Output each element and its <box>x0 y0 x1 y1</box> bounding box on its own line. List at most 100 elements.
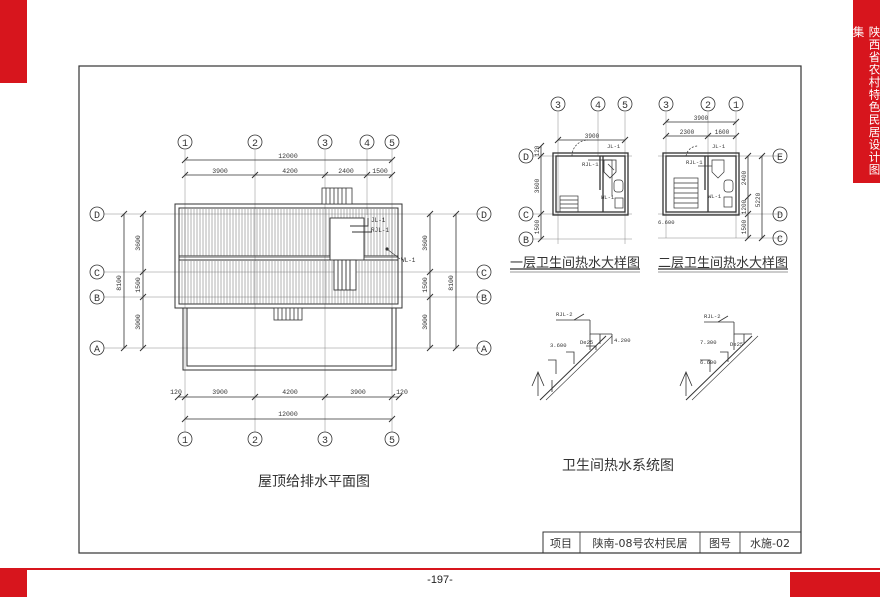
roof-axis-top-2: 2 <box>252 139 258 150</box>
roof-dim-right-1: 3600 <box>422 235 429 251</box>
roof-dim-left-3: 3000 <box>135 314 142 330</box>
d2-axis-top-1: 1 <box>733 101 739 112</box>
roof-dims-right: 3600 1500 3000 8100 <box>422 210 460 352</box>
d2-dim-top-1: 2300 <box>680 129 695 136</box>
roof-axis-bottom-1: 1 <box>182 436 188 447</box>
roof-dim-bottom-2: 3900 <box>212 389 228 396</box>
d2-pipe-label-rjl1: RJL-1 <box>686 159 703 166</box>
roof-axes-top: 1 2 3 4 5 <box>177 134 400 150</box>
roof-dim-right-2: 1500 <box>422 277 429 293</box>
roof-pipe-label-wl1: WL-1 <box>401 257 416 264</box>
roof-axis-top-4: 4 <box>364 139 370 150</box>
d2-axis-right-D: D <box>777 211 783 222</box>
bottom-red-rule <box>0 568 880 570</box>
sys-right-level-2: 6.600 <box>700 359 717 366</box>
title-block-project-label: 项目 <box>550 537 572 550</box>
page-number: -197- <box>427 574 453 586</box>
roof-axis-left-B: B <box>94 294 100 305</box>
roof-dim-bottom-total: 12000 <box>278 411 298 418</box>
roof-axis-bottom-3: 3 <box>322 436 328 447</box>
d1-axis-left-D: D <box>523 153 529 164</box>
roof-axis-right-D: D <box>481 211 487 222</box>
series-title: 陕西省农村特色民居设计图集 <box>851 26 880 176</box>
d1-axis-left-B: B <box>523 236 529 247</box>
roof-dim-left-1: 3600 <box>135 235 142 251</box>
roof-dim-bottom-4: 3900 <box>350 389 366 396</box>
red-corner-tab-bottom-right <box>790 572 880 597</box>
system-diagram-right: RJL-2 7.300 6.600 De25 <box>679 313 759 401</box>
sys-left-level-2: 4.200 <box>614 337 631 344</box>
d1-axis-left-C: C <box>523 211 529 222</box>
d2-dim-right-3: 1500 <box>741 219 748 234</box>
roof-pipe-label-jl1: JL-1 <box>371 217 386 224</box>
roof-axis-top-5: 5 <box>389 139 395 150</box>
roof-vent-bottom <box>273 307 303 321</box>
roof-axis-bottom-5: 5 <box>389 436 395 447</box>
system-diagram-left: RJL-2 3.600 4.200 De25 <box>531 311 631 401</box>
d1-pipe-label-wl1: WL-1 <box>601 194 615 201</box>
d2-dim-right-1: 2400 <box>741 170 748 185</box>
roof-axis-bottom-2: 2 <box>252 436 258 447</box>
d2-axis-right-E: E <box>777 153 783 164</box>
roof-axis-right-A: A <box>481 345 487 356</box>
d2-axis-right-C: C <box>777 235 783 246</box>
roof-dim-right-total: 8100 <box>448 275 455 291</box>
d2-dim-right-2: 1200 <box>741 199 748 214</box>
sys-left-dn: De25 <box>580 339 593 346</box>
sheet-frame <box>78 65 802 554</box>
roof-dim-right-3: 3000 <box>422 314 429 330</box>
roof-plan: 1 2 3 4 5 1 2 3 5 D C B A <box>89 134 492 490</box>
d1-pipe-label-jl1: JL-1 <box>607 143 621 150</box>
d1-dim-left-3: 1500 <box>534 219 541 234</box>
red-corner-tab-bottom-left <box>0 570 27 597</box>
roof-dim-top-4: 1500 <box>372 168 388 175</box>
detail-2f-title: 二层卫生间热水大样图 <box>658 256 788 271</box>
roof-axis-right-C: C <box>481 269 487 280</box>
roof-dim-top-total: 12000 <box>278 153 298 160</box>
d2-dim-top-total: 3900 <box>694 115 709 122</box>
roof-axis-left-D: D <box>94 211 100 222</box>
roof-axes-right: D C B A <box>476 206 492 356</box>
title-block: 项目 陕南-08号农村民居 图号 水施-02 <box>542 531 802 554</box>
title-block-drawing-no-label: 图号 <box>709 537 731 550</box>
d1-pipe-label-rjl1: RJL-1 <box>582 161 599 168</box>
roof-axis-top-3: 3 <box>322 139 328 150</box>
red-corner-tab-top-left <box>0 0 27 83</box>
roof-axis-left-C: C <box>94 269 100 280</box>
d2-level: 6.600 <box>658 219 675 226</box>
roof-dims-left: 8100 3600 1500 3000 <box>116 210 147 352</box>
roof-dim-bottom-3: 4200 <box>282 389 298 396</box>
roof-axes-left: D C B A <box>89 206 105 356</box>
d2-axis-top-2: 2 <box>705 101 711 112</box>
roof-dim-left-total: 8100 <box>116 275 123 291</box>
roof-dim-top-1: 3900 <box>212 168 228 175</box>
roof-tile-hatch <box>181 209 396 304</box>
detail-2f: 3 2 1 E D C 3900 2300 1600 2400 1200 150… <box>658 96 788 273</box>
solar-heater <box>329 217 372 291</box>
roof-dim-left-2: 1500 <box>135 277 142 293</box>
d2-dim-top-2: 1600 <box>715 129 730 136</box>
roof-dim-bottom-1: 120 <box>170 389 182 396</box>
roof-dim-top-2: 4200 <box>282 168 298 175</box>
roof-axis-top-1: 1 <box>182 139 188 150</box>
d2-pipe-label-jl1: JL-1 <box>712 143 726 150</box>
detail-1f-title: 一层卫生间热水大样图 <box>510 256 640 271</box>
roof-vent-top <box>321 187 353 205</box>
d1-dim-top: 3900 <box>585 133 600 140</box>
d1-dim-left-1: 120 <box>534 145 541 156</box>
sys-left-level-1: 3.600 <box>550 342 567 349</box>
roof-dims-bottom: 120 3900 4200 3900 120 12000 <box>170 389 408 423</box>
roof-pipe-label-rjl1: RJL-1 <box>371 227 389 234</box>
sys-left-label: RJL-2 <box>556 311 573 318</box>
d1-dim-left-2: 3600 <box>534 178 541 193</box>
d2-pipe-label-wl1: WL-1 <box>708 193 722 200</box>
title-block-drawing-no: 水施-02 <box>750 537 790 550</box>
sys-right-level-1: 7.300 <box>700 339 717 346</box>
roof-axes-bottom: 1 2 3 5 <box>177 431 400 447</box>
d1-axis-top-5: 5 <box>622 101 628 112</box>
roof-dim-top-3: 2400 <box>338 168 354 175</box>
detail-1f: 3 4 5 D C B 3900 120 3600 1500 <box>510 96 640 273</box>
roof-dims-top: 12000 3900 4200 2400 1500 <box>181 153 396 179</box>
series-title-sidebar: 陕西省农村特色民居设计图集 <box>851 0 880 183</box>
